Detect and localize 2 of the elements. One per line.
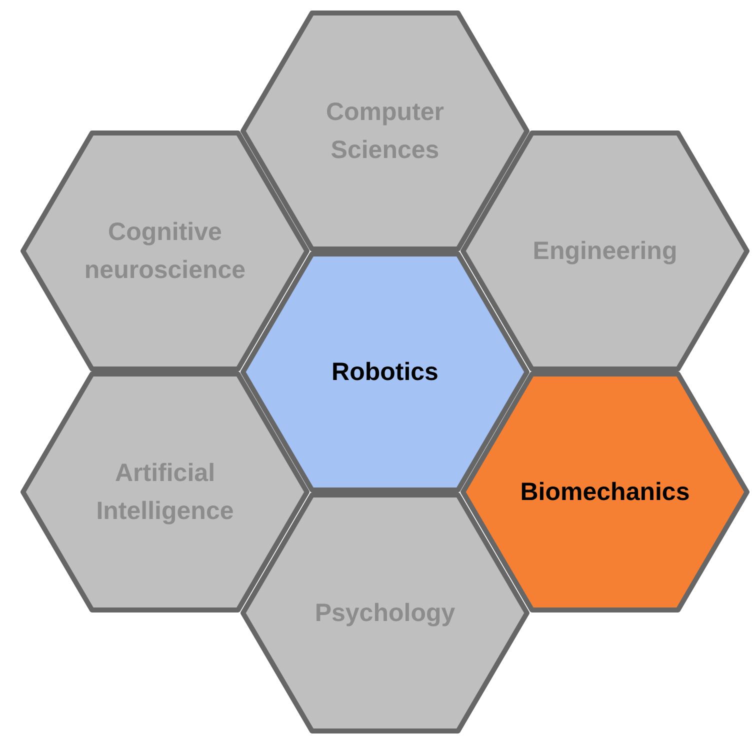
tile-label: Biomechanics bbox=[519, 477, 691, 508]
tile-label: Robotics bbox=[330, 357, 440, 388]
